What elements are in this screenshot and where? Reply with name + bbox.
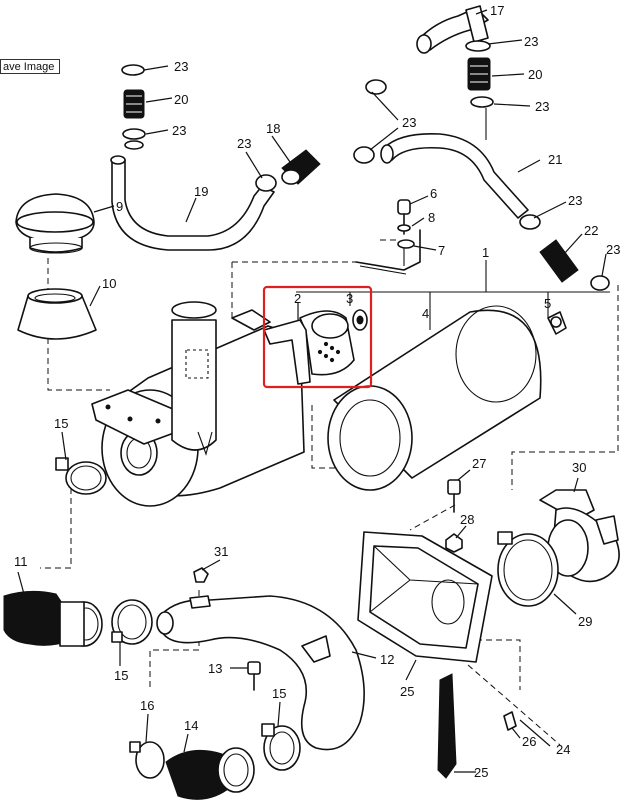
label-18: 18	[266, 121, 280, 136]
label-25-a: 25	[400, 684, 414, 699]
callout-labels: 17 23 23 20 23 20 23 23 18 23 21 19 9 6 …	[14, 3, 620, 780]
label-23-c: 23	[172, 123, 186, 138]
cone-adapter	[17, 288, 97, 340]
label-30: 30	[572, 460, 586, 475]
label-23-e: 23	[402, 115, 416, 130]
label-13: 13	[208, 661, 222, 676]
label-11: 11	[14, 554, 28, 569]
label-27: 27	[472, 456, 486, 471]
tube-12	[156, 595, 365, 751]
label-19: 19	[194, 184, 208, 199]
label-4: 4	[422, 306, 429, 321]
label-20-a: 20	[174, 92, 188, 107]
label-23-b: 23	[174, 59, 188, 74]
hose-20-left	[121, 64, 146, 150]
label-5: 5	[544, 296, 551, 311]
screen-frame	[357, 531, 517, 779]
hose-22	[519, 214, 610, 291]
label-24: 24	[556, 742, 570, 757]
restriction-bracket	[263, 309, 368, 385]
label-6: 6	[430, 186, 437, 201]
wing-nut	[547, 311, 567, 335]
label-15-c: 15	[272, 686, 286, 701]
label-29: 29	[578, 614, 592, 629]
tube-21	[380, 132, 529, 219]
elbow-11	[3, 590, 153, 647]
label-10: 10	[102, 276, 116, 291]
label-22: 22	[584, 223, 598, 238]
label-21: 21	[548, 152, 562, 167]
label-23-d: 23	[535, 99, 549, 114]
item-1-bracket	[296, 260, 610, 330]
hose-14	[129, 723, 301, 800]
bolts-13-31	[193, 567, 261, 691]
clamp-29	[497, 531, 559, 607]
hose-20-right	[465, 40, 494, 140]
precleaner-cap	[15, 193, 95, 254]
label-12: 12	[380, 652, 394, 667]
label-15-b: 15	[114, 668, 128, 683]
leader-lines	[17, 9, 607, 773]
label-2: 2	[294, 291, 301, 306]
label-17: 17	[490, 3, 504, 18]
label-20-b: 20	[528, 67, 542, 82]
label-7: 7	[438, 243, 445, 258]
label-23-g: 23	[568, 193, 582, 208]
label-23-f: 23	[237, 136, 251, 151]
label-31: 31	[214, 544, 228, 559]
label-26: 26	[522, 734, 536, 749]
elbow-17	[416, 5, 489, 54]
label-3: 3	[346, 291, 353, 306]
label-23-h: 23	[606, 242, 620, 257]
sensor-30	[539, 489, 620, 583]
bracket-hardware	[355, 199, 421, 275]
air-cleaner-housing	[91, 301, 305, 507]
label-16: 16	[140, 698, 154, 713]
label-8: 8	[428, 210, 435, 225]
screw-27-nut-28	[445, 479, 463, 553]
label-14: 14	[184, 718, 198, 733]
save-image-tooltip[interactable]: ave Image	[0, 59, 61, 74]
label-1: 1	[482, 245, 489, 260]
label-25-b: 25	[474, 765, 488, 780]
hose-18	[255, 79, 387, 192]
label-23-a: 23	[524, 34, 538, 49]
label-28: 28	[460, 512, 474, 527]
clamp-15-left	[55, 457, 107, 495]
label-15-a: 15	[54, 416, 68, 431]
filter-element	[327, 305, 542, 491]
label-9: 9	[116, 199, 123, 214]
highlight-box	[262, 285, 373, 389]
tube-19	[110, 155, 275, 251]
